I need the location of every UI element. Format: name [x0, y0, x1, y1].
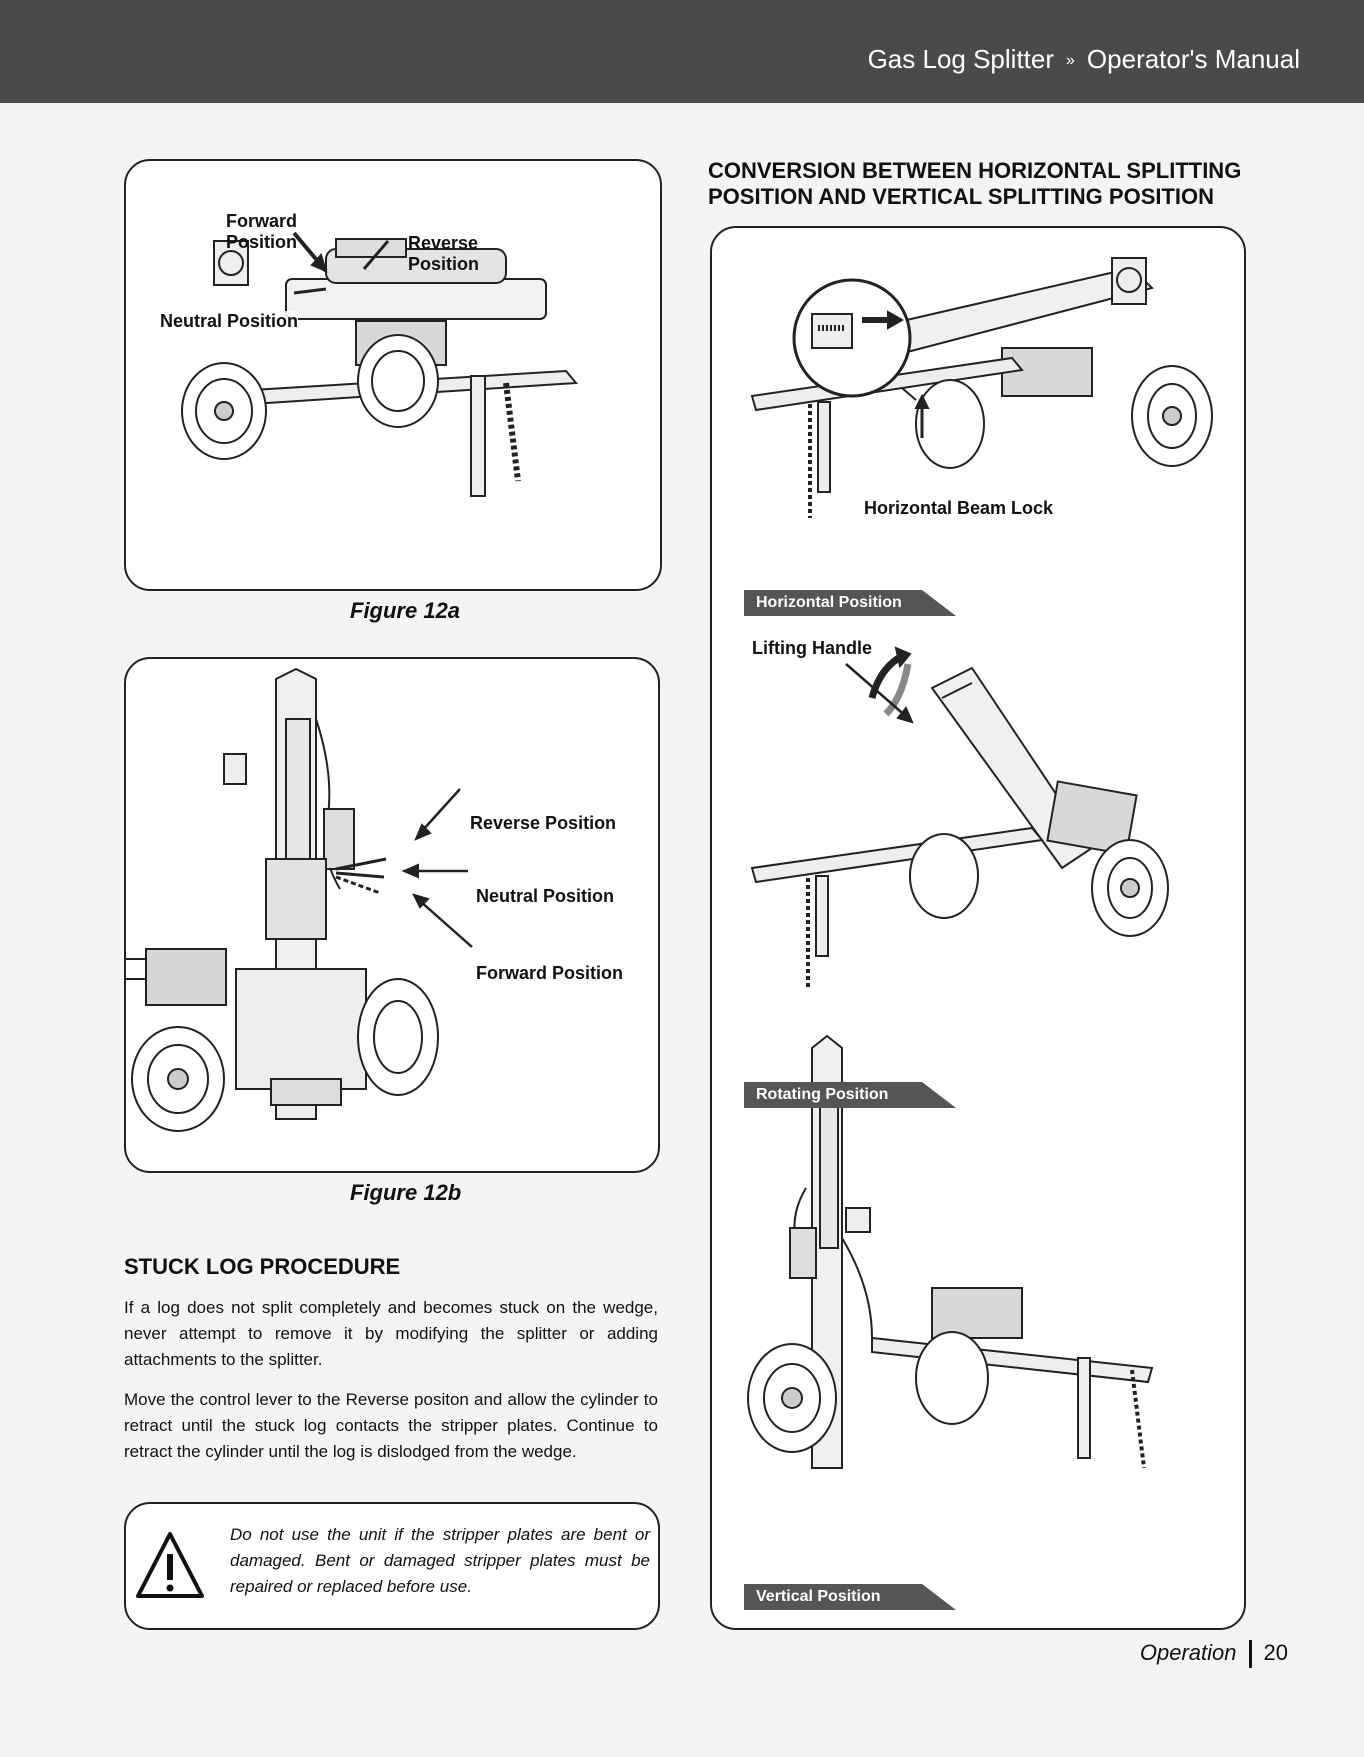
vertical-position-banner: Vertical Position	[744, 1584, 956, 1610]
conversion-illustration	[747, 257, 1213, 1469]
page-footer: Operation 20	[1139, 1640, 1288, 1669]
figure-12a-caption: Figure 12a	[350, 598, 461, 623]
rotating-position-banner: Rotating Position	[744, 1082, 956, 1108]
conversion-panel: Horizontal Beam Lock Horizontal Position…	[710, 226, 1246, 1630]
page-header: Gas Log Splitter » Operator's Manual	[0, 0, 1364, 103]
warning-text: Do not use the unit if the stripper plat…	[230, 1525, 650, 1596]
lifting-handle-label: Lifting Handle	[752, 638, 872, 658]
footer-divider	[1248, 1640, 1252, 1669]
figure-12a-forward-label: Forward Position	[226, 211, 298, 252]
conversion-title: CONVERSION BETWEEN HORIZONTAL SPLITTING …	[708, 158, 1242, 209]
figure-12b-panel: Reverse Position Neutral Position Forwar…	[124, 657, 660, 1173]
figure-12b-forward-label: Forward Position	[476, 963, 624, 983]
warning-icon	[136, 1532, 204, 1598]
figure-12a-reverse-label: Reverse Position	[408, 233, 479, 274]
horizontal-position-banner: Horizontal Position	[744, 590, 956, 616]
header-separator: »	[1066, 52, 1075, 69]
figure-12a-neutral-label: Neutral Position	[160, 311, 299, 332]
figure-12a-panel: Forward Position Reverse Position Neutra…	[124, 159, 662, 591]
footer-section: Operation	[1139, 1640, 1237, 1665]
figure-12b-neutral-label: Neutral Position	[476, 886, 615, 906]
stuck-log-title: STUCK LOG PROCEDURE	[124, 1254, 401, 1279]
figure-12b-reverse-label: Reverse Position	[470, 813, 617, 833]
stuck-log-paragraph-1: If a log does not split completely and b…	[124, 1298, 658, 1369]
header-product: Gas Log Splitter	[867, 44, 1055, 74]
header-manual: Operator's Manual	[1086, 44, 1300, 74]
header-title: Gas Log Splitter » Operator's Manual	[868, 44, 1300, 75]
page-number: 20	[1263, 1640, 1288, 1665]
stuck-log-paragraph-2: Move the control lever to the Reverse po…	[124, 1390, 658, 1461]
figure-12b-illustration	[126, 667, 473, 1132]
beam-lock-label: Horizontal Beam Lock	[864, 498, 1054, 518]
figure-12b-caption: Figure 12b	[350, 1180, 462, 1205]
figure-12a-illustration	[181, 231, 579, 497]
warning-box: Do not use the unit if the stripper plat…	[124, 1502, 660, 1630]
